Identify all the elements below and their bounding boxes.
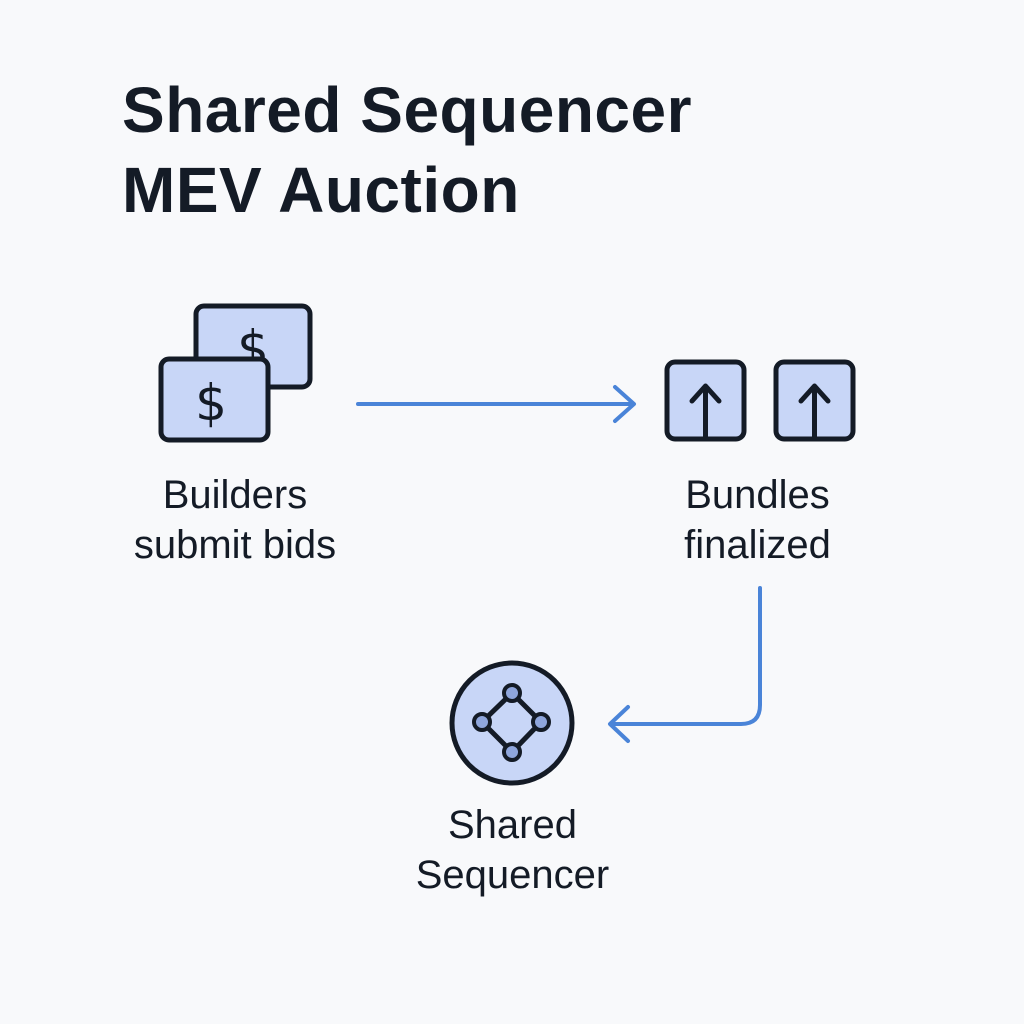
builders-label-line-1: Builders [162, 473, 308, 517]
sequencer-label-line-1: Shared [448, 803, 577, 847]
up-arrow-box-1 [664, 359, 747, 442]
arrow-bundles-to-sequencer [608, 586, 762, 743]
bundles-label: Bundles finalized [640, 470, 875, 570]
builders-label: Builders submit bids [100, 470, 370, 570]
network-nodes-icon [449, 660, 575, 786]
arrow-builders-to-bundles [356, 385, 636, 423]
builders-label-line-2: submit bids [133, 523, 337, 567]
bundles-label-line-2: finalized [684, 523, 831, 567]
bundles-label-line-1: Bundles [685, 473, 830, 517]
title-line-1: Shared Sequencer [122, 74, 692, 146]
front-bill-dollar-sign: $ [195, 374, 227, 432]
sequencer-label-line-2: Sequencer [415, 853, 610, 897]
title-line-2: MEV Auction [122, 154, 520, 226]
dollar-bills-icon: $ $ [158, 303, 313, 443]
diagram-title: Shared Sequencer MEV Auction [122, 70, 692, 230]
sequencer-label: Shared Sequencer [380, 800, 645, 900]
up-arrow-boxes-icon [664, 359, 856, 442]
front-bill [158, 356, 271, 443]
up-arrow-box-2 [773, 359, 856, 442]
